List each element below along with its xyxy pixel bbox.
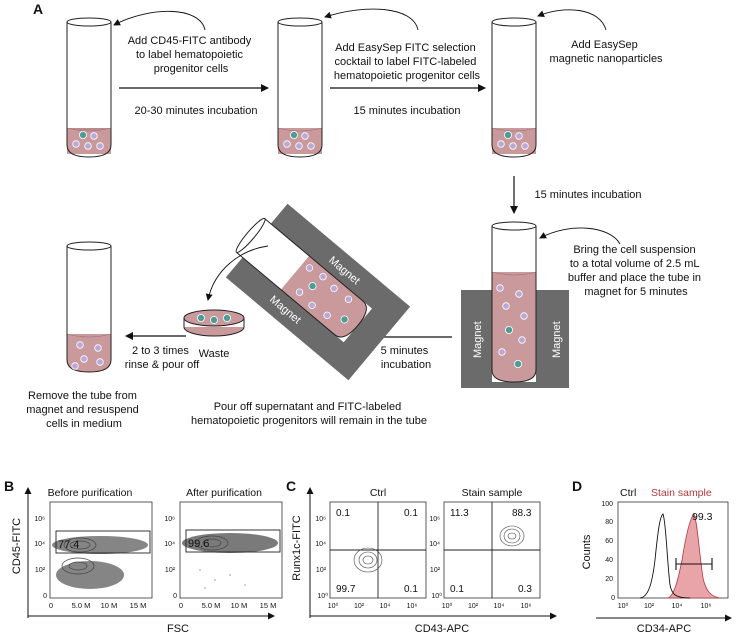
- panel-d-legend-stain: Stain sample: [651, 487, 712, 499]
- panel-d-yticks: 100 80 60 40 20 0: [601, 501, 615, 602]
- panel-c2-q-ur: 88.3: [512, 508, 532, 519]
- pour-off-text: Pour off supernatant and FITC-labeled he…: [191, 401, 427, 427]
- magnet-label-left: Magnet: [472, 321, 484, 358]
- panel-label-c: C: [286, 478, 296, 494]
- panel-c-xlabel: CD43-APC: [415, 623, 469, 635]
- panel-b-yticks-1: 10⁶ 10⁴ 10² 0: [34, 516, 47, 600]
- panel-d-xlabel: CD34-APC: [637, 623, 691, 635]
- panel-c-xticks-1: 10⁰ 10² 10⁴ 10⁶: [328, 602, 418, 610]
- tube-2: [277, 17, 323, 158]
- panel-b-xticks-1: 0 5.0 M 10 M 15 M: [49, 601, 146, 610]
- panel-d-gate-value: 99.3: [692, 511, 713, 523]
- panel-label-d: D: [572, 478, 582, 494]
- panel-c-plots: Runx1c-FITC CD43-APC Ctrl Stain sample 0…: [291, 487, 557, 635]
- incubation-4: 5 minutes incubation: [381, 345, 432, 371]
- panel-label-b: B: [4, 478, 14, 494]
- panel-b-title-1: Before purification: [48, 487, 133, 499]
- panel-d-ylabel: Counts: [581, 534, 593, 569]
- magnet-label-right: Magnet: [551, 321, 563, 358]
- rinse-text: 2 to 3 times rinse & pour off: [125, 345, 200, 371]
- tube-4-in-magnet: Magnet Magnet: [461, 221, 569, 388]
- panel-c1-q-lr: 0.1: [404, 584, 418, 595]
- panel-b-gate-2: 99.6: [188, 538, 209, 550]
- panel-d-legend-ctrl: Ctrl: [620, 487, 636, 499]
- panel-c-ylabel: Runx1c-FITC: [291, 515, 303, 580]
- panel-b-yticks-2: 10⁶ 10⁴ 10² 0: [164, 516, 177, 600]
- panel-b-xticks-2: 0 5.0 M 10 M 15 M: [179, 601, 276, 610]
- tube-5: [66, 241, 112, 373]
- waste-label: Waste: [199, 348, 230, 360]
- panel-b-plots: CD45-FITC FSC Before purification After …: [11, 487, 283, 635]
- panel-c-title-1: Ctrl: [370, 487, 386, 499]
- incubation-2: 15 minutes incubation: [353, 105, 460, 117]
- step-3-text: Add EasySep magnetic nanoparticles: [549, 39, 663, 65]
- step-1-text: Add CD45-FITC antibody to label hematopo…: [128, 35, 255, 75]
- panel-c-xticks-2: 10⁰ 10² 10⁴ 10⁶: [442, 602, 532, 610]
- panel-d-histogram: Counts CD34-APC Ctrl Stain sample 99.3 1…: [581, 487, 732, 635]
- panel-b-gate-1: 77.4: [58, 539, 79, 551]
- panel-d-xticks: 10⁰ 10² 10⁴ 10⁶: [618, 602, 712, 610]
- panel-c2-q-ul: 11.3: [450, 508, 469, 519]
- incubation-3: 15 minutes incubation: [534, 189, 641, 201]
- tube-1: [66, 17, 112, 158]
- step-4-text: Bring the cell suspension to a total vol…: [568, 244, 704, 298]
- panel-c1-q-ll: 99.7: [336, 584, 356, 595]
- panel-c-title-2: Stain sample: [462, 487, 523, 499]
- panel-b-title-2: After purification: [186, 487, 262, 499]
- remove-text: Remove the tube from magnet and resuspen…: [26, 390, 142, 430]
- panel-c-yticks-1: 10⁶ 10⁴ 10² 10⁰: [315, 516, 328, 600]
- tube-3: [491, 17, 537, 158]
- tilted-magnet-assembly: Magnet Magnet: [225, 203, 411, 381]
- panel-c2-q-ll: 0.1: [450, 584, 464, 595]
- step-2-text: Add EasySep FITC selection cocktail to l…: [334, 42, 481, 82]
- panel-c2-q-lr: 0.3: [518, 584, 532, 595]
- panel-b-xlabel: FSC: [167, 623, 189, 635]
- panel-c1-q-ul: 0.1: [336, 508, 350, 519]
- panel-b-ylabel: CD45-FITC: [11, 518, 23, 574]
- panel-label-a: A: [33, 1, 43, 17]
- incubation-1: 20-30 minutes incubation: [135, 105, 258, 117]
- waste-dish: [183, 309, 245, 337]
- panel-c-yticks-2: 10⁶ 10⁴ 10² 10⁰: [429, 516, 442, 600]
- panel-c1-q-ur: 0.1: [404, 508, 418, 519]
